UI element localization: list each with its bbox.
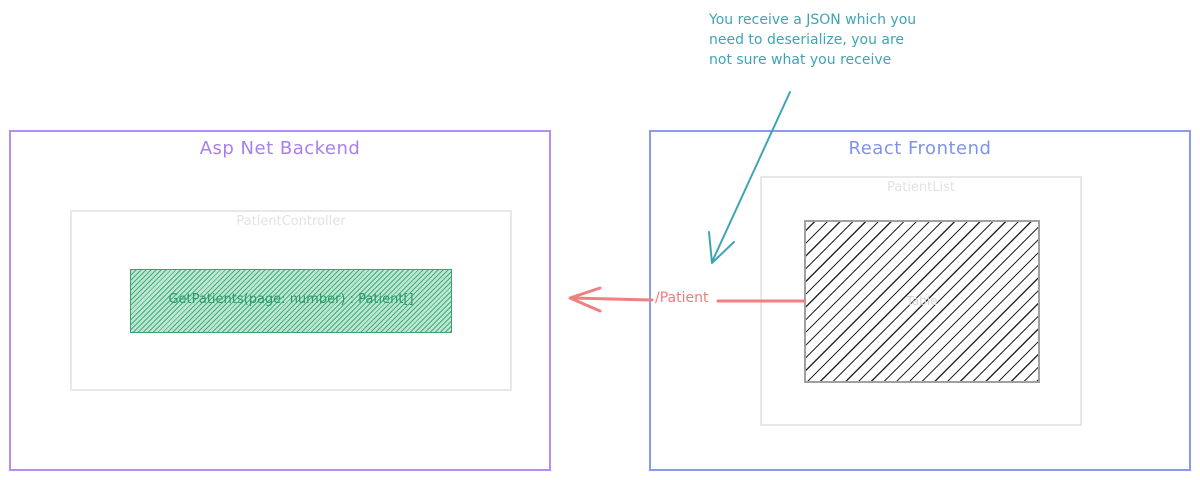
- backend-frame: Asp Net Backend PatientController GetPat…: [9, 130, 551, 471]
- request-arrowhead: [568, 286, 602, 313]
- frontend-title: React Frontend: [848, 138, 992, 159]
- get-patients-method-box: GetPatients(page: number) : Patient[]: [130, 269, 452, 333]
- get-patients-method-label: GetPatients(page: number) : Patient[]: [168, 292, 414, 307]
- table-label: Table: [906, 294, 938, 308]
- patient-controller-box: PatientController GetPatients(page: numb…: [70, 210, 512, 391]
- patient-list-label: PatientList: [887, 180, 955, 195]
- frontend-frame: React Frontend PatientList Table: [649, 130, 1191, 471]
- note-arrow-line: [711, 91, 791, 263]
- patient-controller-label: PatientController: [236, 214, 346, 229]
- table-box: Table: [804, 220, 1040, 383]
- annotation-note: You receive a JSON which you need to des…: [709, 12, 917, 68]
- patient-list-box: PatientList Table: [760, 176, 1082, 426]
- backend-title: Asp Net Backend: [199, 138, 361, 159]
- note-arrowhead: [708, 231, 735, 264]
- request-arrow-line-left: [570, 296, 654, 302]
- endpoint-label: /Patient: [655, 290, 709, 306]
